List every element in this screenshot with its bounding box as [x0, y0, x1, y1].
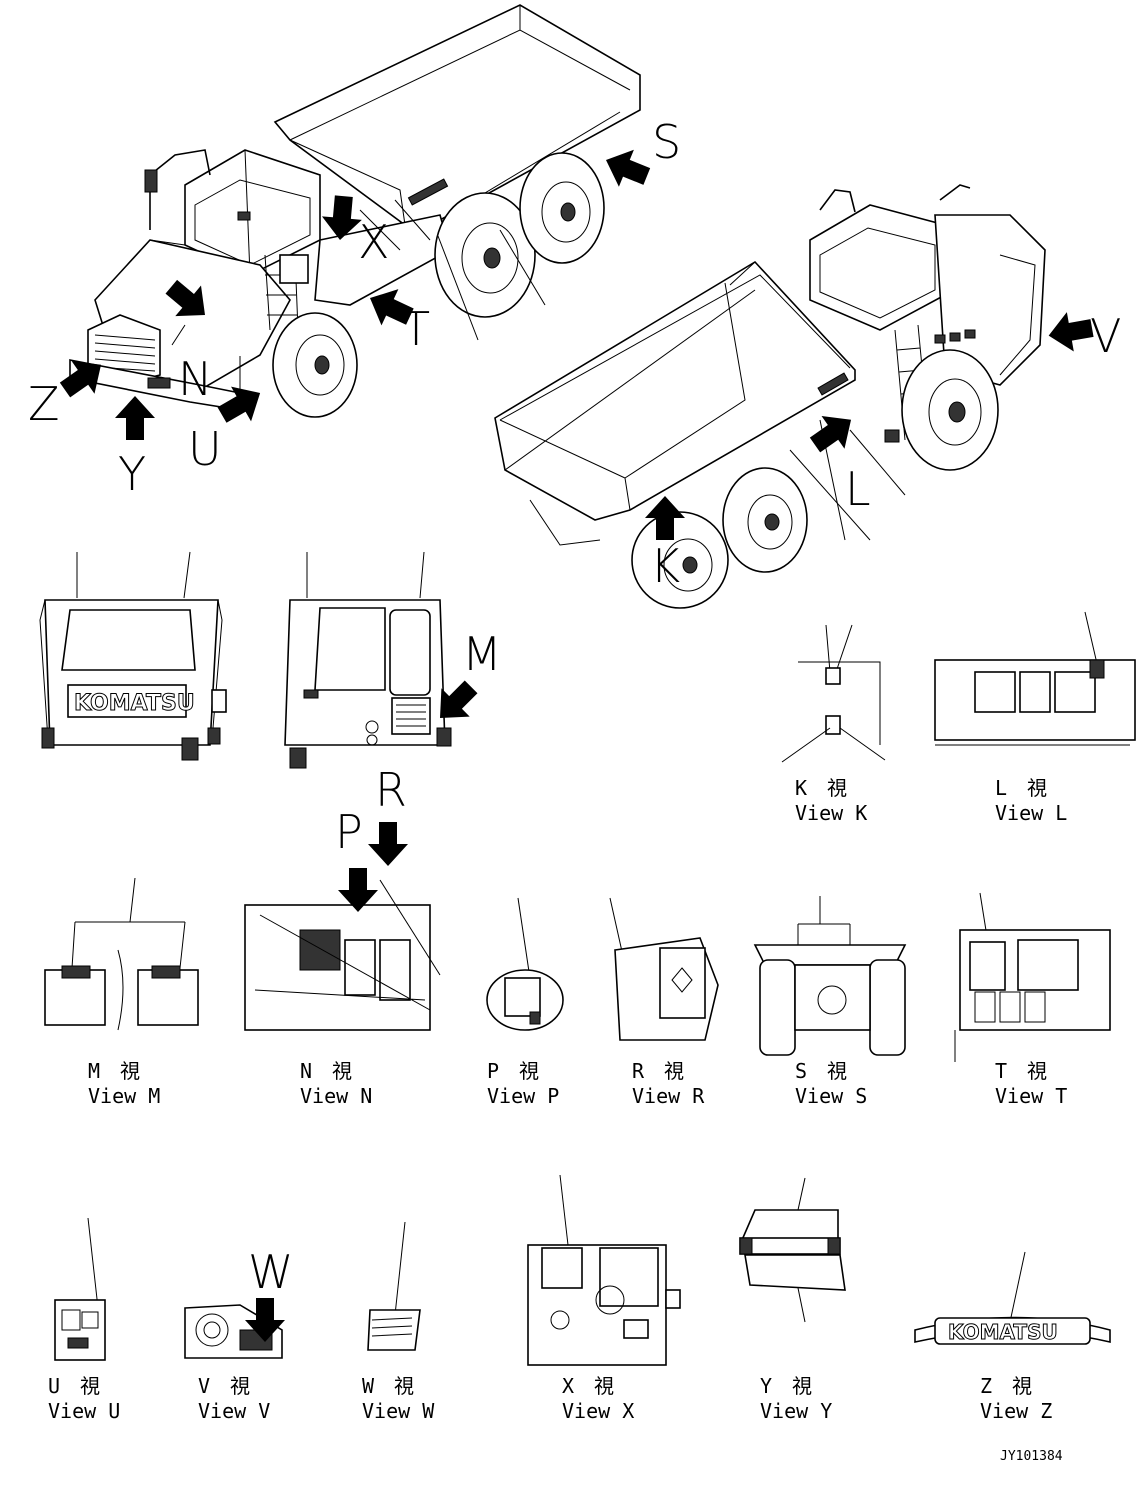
view-w-jp: W 視 [362, 1374, 414, 1398]
cab-front-view: KOMATSU [39, 551, 227, 761]
label-r: R [375, 763, 407, 817]
view-r-drawing [609, 897, 719, 1041]
label-v: V [1090, 309, 1121, 363]
view-y-en: View Y [760, 1399, 832, 1423]
label-l: L [845, 462, 871, 516]
view-x-en: View X [562, 1399, 634, 1423]
label-k: K [650, 539, 680, 593]
label-z: Z [28, 377, 60, 431]
view-n-jp: N 視 [300, 1059, 352, 1083]
view-m-jp: M 視 [88, 1059, 140, 1083]
arrow-v [1045, 308, 1096, 356]
view-t-drawing [954, 892, 1111, 1062]
cab-side-view [284, 551, 452, 769]
arrow-l [803, 403, 863, 462]
view-x-drawing [527, 1174, 681, 1366]
view-k-jp: K 視 [795, 776, 847, 800]
label-t: T [402, 302, 430, 356]
view-n-en: View N [300, 1084, 372, 1108]
view-t-jp: T 視 [995, 1059, 1047, 1083]
view-w-drawing [367, 1221, 421, 1351]
view-u-en: View U [48, 1399, 120, 1423]
view-z-drawing: KOMATSU [914, 1251, 1111, 1345]
view-v-jp: V 視 [198, 1374, 250, 1398]
label-u: U [188, 422, 222, 476]
view-s-drawing [753, 896, 907, 1056]
view-p-drawing [486, 897, 564, 1031]
view-z-en: View Z [980, 1399, 1052, 1423]
view-k-drawing [781, 624, 886, 763]
label-x: X [358, 215, 390, 269]
label-s: S [652, 115, 681, 169]
label-p: P [335, 805, 363, 859]
view-m-en: View M [88, 1084, 160, 1108]
komatsu-logo-cab: KOMATSU [74, 691, 195, 716]
view-r-en: View R [632, 1084, 705, 1108]
view-y-drawing [739, 1177, 846, 1323]
view-u-jp: U 視 [48, 1374, 100, 1398]
arrow-y [115, 396, 155, 440]
view-s-jp: S 視 [795, 1059, 847, 1083]
label-n: N [178, 352, 212, 406]
arrow-s [598, 141, 655, 196]
view-r-jp: R 視 [632, 1059, 684, 1083]
view-p-en: View P [487, 1084, 559, 1108]
view-z-jp: Z 視 [980, 1374, 1032, 1398]
view-n-drawing [244, 879, 441, 1031]
label-m: M [462, 627, 502, 681]
view-v-en: View V [198, 1399, 270, 1423]
dump-truck-front-view [69, 4, 641, 418]
view-t-en: View T [995, 1084, 1067, 1108]
view-l-jp: L 視 [995, 776, 1047, 800]
drawing-code: JY101384 [1000, 1449, 1063, 1464]
label-y: Y [118, 447, 146, 501]
dump-truck-rear-view [494, 184, 1046, 609]
view-l-drawing [934, 611, 1136, 746]
view-x-jp: X 視 [562, 1374, 614, 1398]
label-w: W [248, 1245, 293, 1299]
view-s-en: View S [795, 1084, 867, 1108]
komatsu-logo-grille: KOMATSU [948, 1320, 1058, 1344]
view-u-drawing [54, 1217, 106, 1361]
view-l-en: View L [995, 801, 1067, 825]
view-m-drawing [44, 877, 199, 1031]
view-y-jp: Y 視 [760, 1374, 812, 1398]
view-w-en: View W [362, 1399, 435, 1423]
view-k-en: View K [795, 801, 867, 825]
view-p-jp: P 視 [487, 1059, 539, 1083]
arrow-r [368, 822, 408, 866]
